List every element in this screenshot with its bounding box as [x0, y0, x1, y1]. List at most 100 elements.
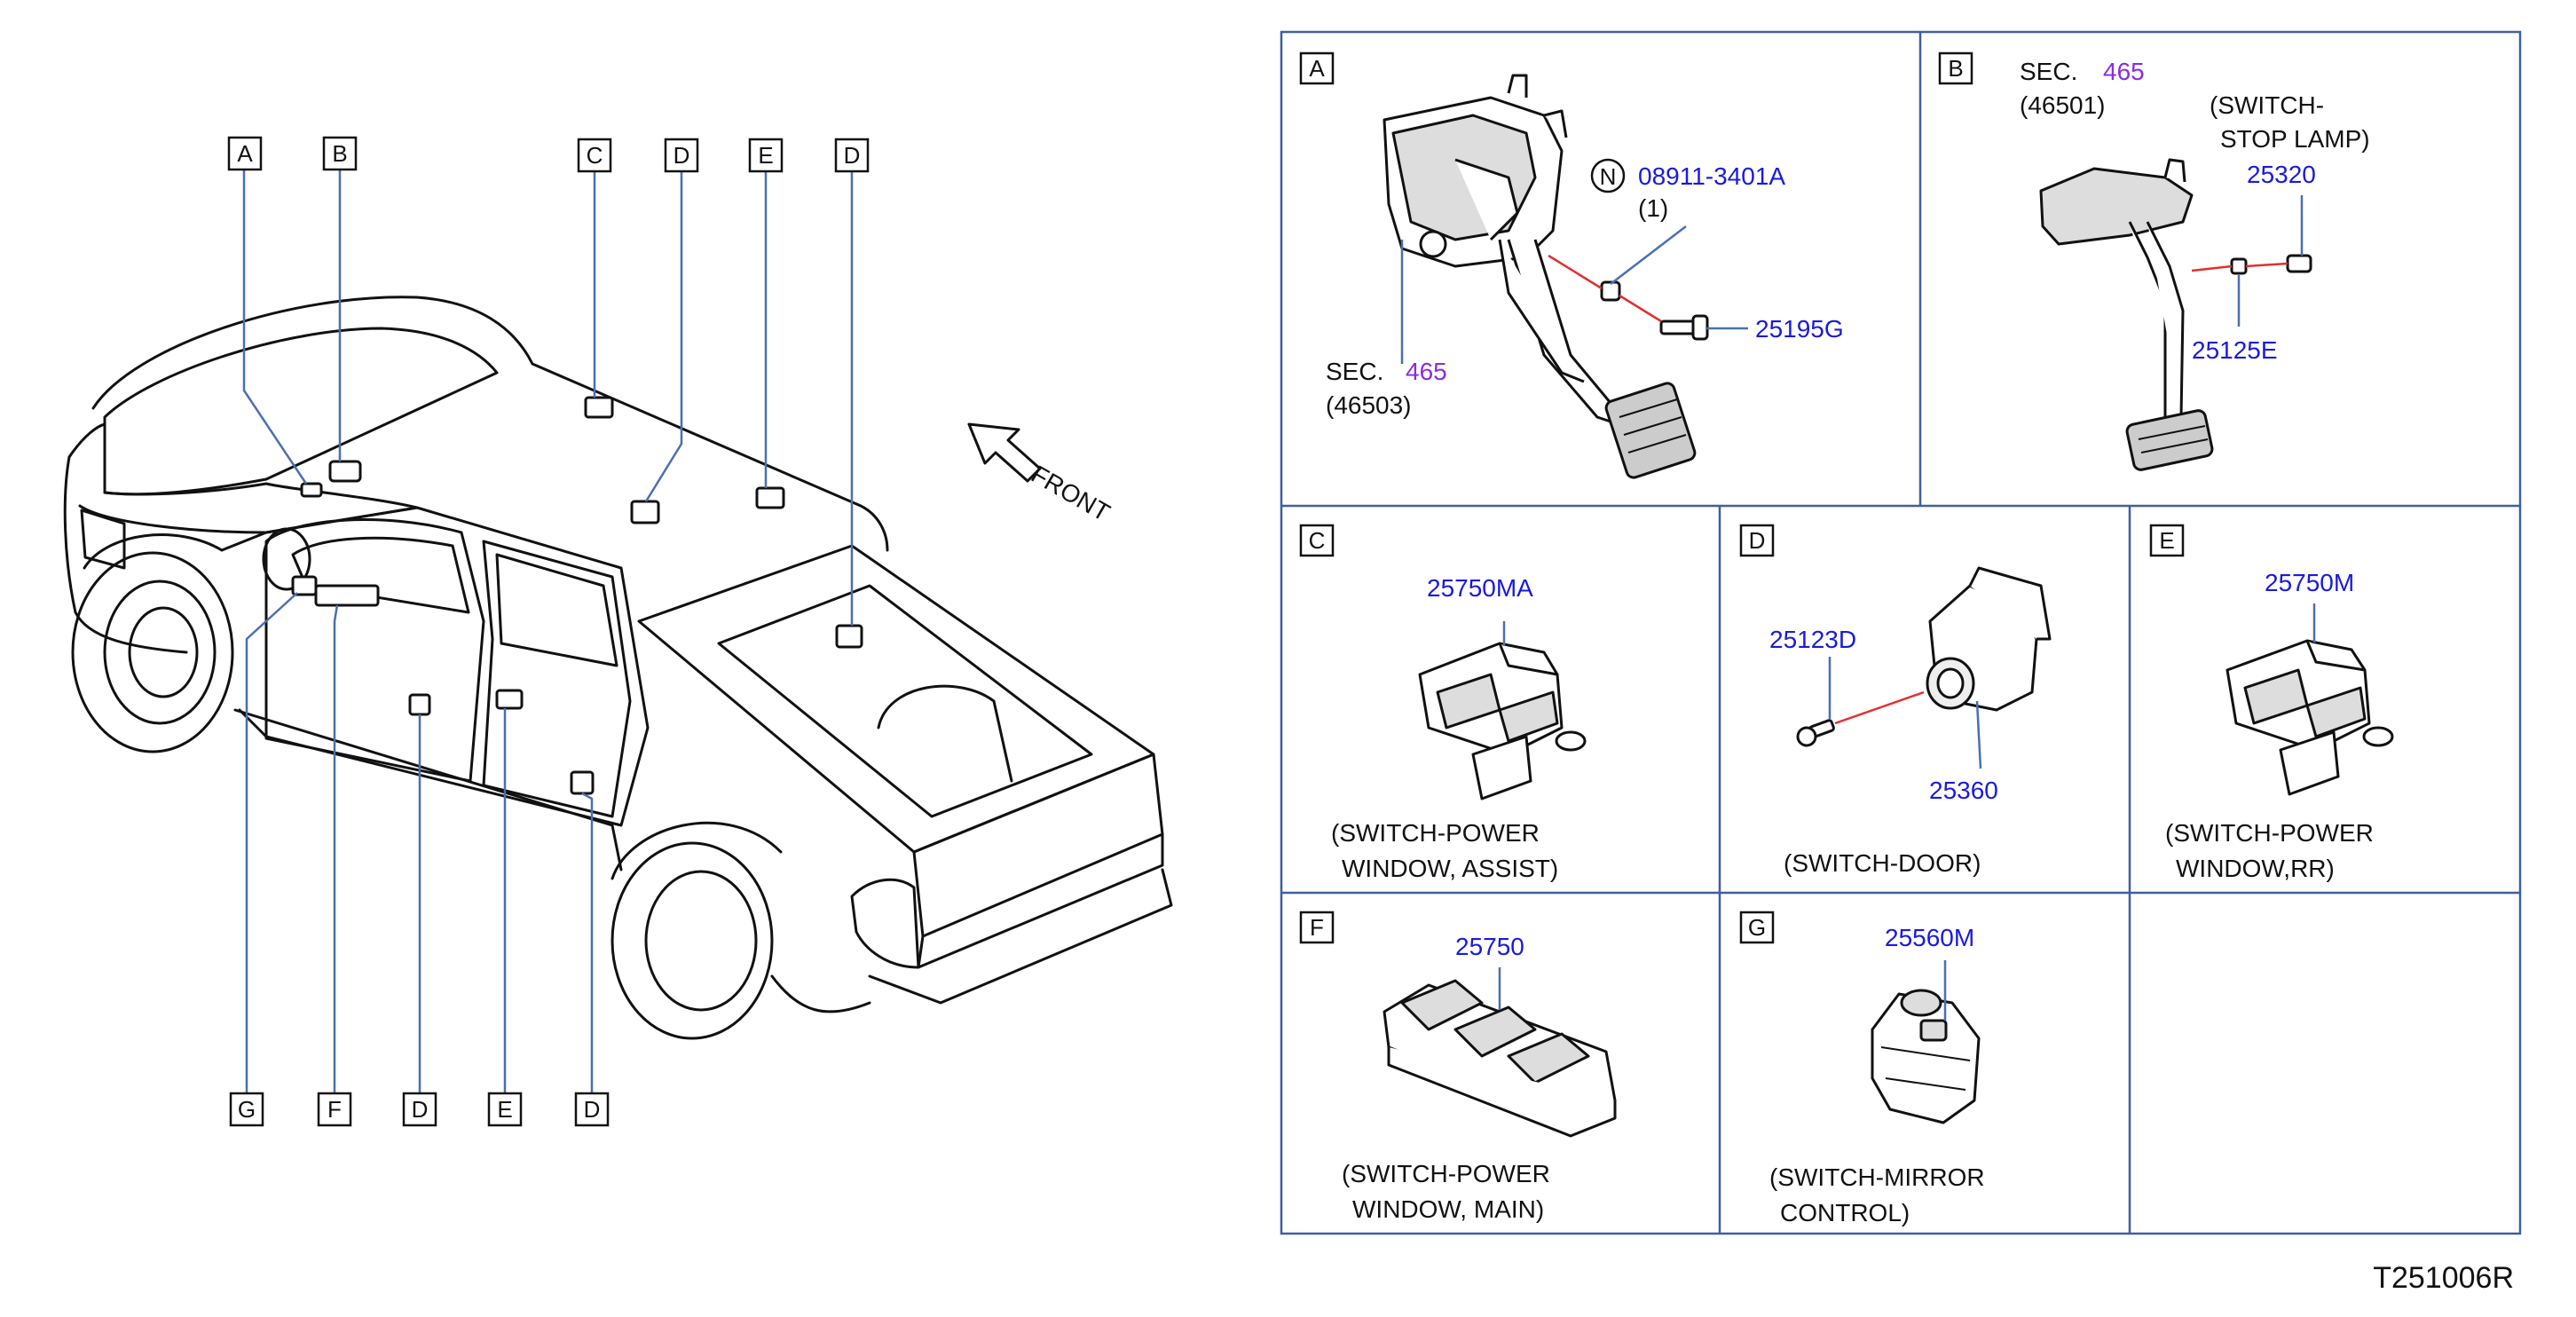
- panel-b-caption-1: (SWITCH-: [2210, 91, 2324, 119]
- panel-d-switch-part: 25360: [1929, 777, 1998, 804]
- stop-lamp-bracket: [2039, 158, 2214, 471]
- clip-icon: [2230, 257, 2248, 275]
- arrow-icon: [967, 422, 1042, 483]
- panel-a-nut-symbol: N: [1600, 163, 1617, 190]
- panel-g-caption-2: CONTROL): [1780, 1199, 1910, 1226]
- callout-c: C: [577, 138, 612, 173]
- panel-c-part: 25750MA: [1427, 574, 1533, 602]
- panel-d-caption: (SWITCH-DOOR): [1784, 849, 1981, 877]
- bolt-icon: [1659, 314, 1709, 341]
- marker-e-door: [495, 689, 524, 710]
- panel-d: D 25123D 25360 (SWITCH-DOOR): [1739, 524, 2052, 877]
- marker-e-roof: [755, 486, 785, 509]
- panel-f: F 25750 (SWITCH-POWER WINDOW, MAIN): [1299, 911, 1617, 1223]
- panel-f-caption-2: WINDOW, MAIN): [1352, 1195, 1544, 1223]
- rear-window: [495, 553, 618, 667]
- assist-window-switch: [1418, 642, 1587, 800]
- n-symbol-icon: [1590, 158, 1626, 193]
- marker-f: [314, 584, 380, 607]
- panel-d-screw-part: 25123D: [1769, 626, 1856, 653]
- svg-text:D: D: [674, 142, 690, 169]
- screw-icon: [1796, 719, 1835, 747]
- tail-lamp: [850, 878, 920, 969]
- panel-b-leaders: [2237, 195, 2304, 327]
- front-door: [264, 518, 485, 783]
- panel-a-leaders: [1400, 225, 1748, 364]
- panel-g-caption-1: (SWITCH-MIRROR: [1769, 1163, 1985, 1191]
- svg-text:B: B: [332, 140, 347, 167]
- svg-text:E: E: [497, 1096, 512, 1123]
- bed-floor: [717, 584, 1093, 818]
- panel-e-caption-2: WINDOW,RR): [2176, 855, 2335, 882]
- marker-d-bed: [835, 624, 863, 649]
- panel-grid: [1280, 30, 2522, 1235]
- panel-e-part: 25750M: [2265, 569, 2354, 596]
- svg-text:F: F: [327, 1096, 342, 1123]
- panel-a-sec-sub: (46503): [1326, 391, 1412, 419]
- panel-a-sec-num: 465: [1406, 358, 1447, 385]
- svg-text:D: D: [412, 1096, 429, 1123]
- callout-f: F: [317, 1092, 352, 1127]
- panel-f-caption-1: (SWITCH-POWER: [1342, 1160, 1550, 1187]
- hood: [67, 422, 419, 534]
- panel-c-caption-1: (SWITCH-POWER: [1331, 819, 1540, 847]
- vehicle-switch-markers: [291, 396, 863, 795]
- mirror-control-switch: [1871, 989, 1981, 1124]
- panel-d-dash: [1834, 690, 1925, 725]
- svg-text:D: D: [844, 142, 861, 169]
- panel-b-clip-part: 25125E: [2192, 336, 2278, 364]
- callout-d2: D: [834, 138, 870, 173]
- panel-b-sec-sub: (46501): [2020, 91, 2106, 119]
- wheel-well-inner: [877, 684, 1013, 783]
- callout-b: B: [322, 136, 358, 171]
- vehicle-leaders: [242, 170, 854, 1093]
- panel-b-dash: [2191, 262, 2288, 272]
- callouts-top: A B C D E D: [227, 136, 870, 173]
- panel-c: C 25750MA (SWITCH-POWER WINDOW, ASSIST): [1299, 524, 1587, 882]
- rear-wheel: [611, 821, 871, 1040]
- marker-c: [584, 396, 614, 419]
- callout-d3: D: [402, 1092, 437, 1127]
- tailgate-edge: [917, 832, 1164, 969]
- svg-text:D: D: [584, 1096, 601, 1123]
- panel-c-letter: C: [1309, 527, 1326, 554]
- panel-b-letter: B: [1948, 55, 1963, 82]
- grille: [80, 509, 126, 570]
- marker-d-door1: [408, 693, 431, 716]
- callouts-bottom: G F D E D: [229, 1092, 610, 1127]
- panel-b: B SEC. 465 (46501) (SWITCH- STOP LAMP) 2…: [1938, 51, 2370, 471]
- side-mirror: [262, 527, 311, 591]
- marker-d-roof: [630, 500, 660, 524]
- panel-g: G 25560M (SWITCH-MIRROR CONTROL): [1739, 911, 1985, 1226]
- panel-d-leaders: [1828, 657, 1982, 769]
- callout-a: A: [227, 136, 263, 171]
- panel-e: E 25750M (SWITCH-POWER WINDOW,RR): [2149, 524, 2394, 882]
- svg-text:A: A: [237, 140, 253, 167]
- panel-b-sec-prefix: SEC.: [2020, 58, 2077, 85]
- vehicle-overview: [63, 296, 1173, 1040]
- panel-e-letter: E: [2159, 527, 2174, 554]
- cab-roof: [91, 296, 889, 552]
- panel-a: A SEC. 465 (46503): [1299, 51, 1844, 479]
- panel-b-switch-part: 25320: [2247, 161, 2316, 188]
- rr-window-switch: [2225, 639, 2394, 796]
- callout-g: G: [229, 1092, 264, 1127]
- panel-g-letter: G: [1748, 914, 1766, 941]
- svg-text:E: E: [758, 142, 773, 169]
- callout-d1: D: [664, 138, 699, 173]
- front-wheel: [71, 533, 234, 753]
- front-arrow: FRONT: [967, 422, 1115, 526]
- panel-d-letter: D: [1749, 527, 1766, 554]
- panel-a-nut-qty: (1): [1638, 194, 1668, 222]
- tailgate: [912, 753, 1164, 938]
- panel-b-caption-2: STOP LAMP): [2220, 125, 2370, 153]
- stop-switch-icon: [2286, 254, 2312, 273]
- rocker: [233, 708, 623, 871]
- diagram-id: T251006R: [2373, 1261, 2514, 1295]
- brake-pedal-assembly: [1383, 74, 1697, 479]
- callout-e2: E: [487, 1092, 523, 1127]
- callout-e1: E: [748, 138, 784, 173]
- door-switch: [1926, 566, 2052, 712]
- panel-g-part: 25560M: [1885, 924, 1974, 951]
- panel-f-letter: F: [1310, 914, 1324, 941]
